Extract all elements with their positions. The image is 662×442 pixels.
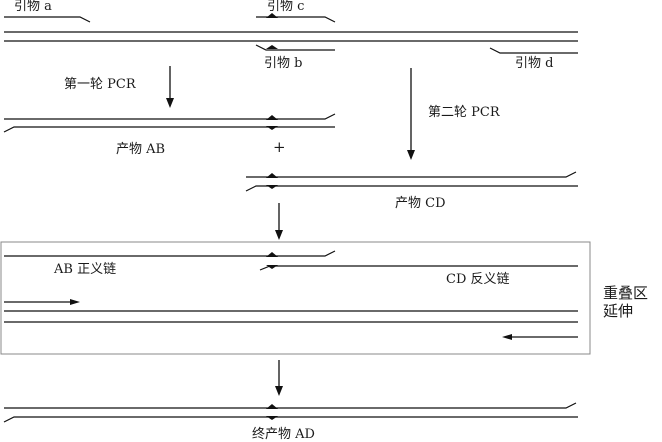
overlap-label-line2: 延伸 [603,302,634,320]
overlap-box [0,241,591,355]
first-pcr-arrow [166,66,174,108]
extension-arrow-left [502,334,578,340]
primer-c-arrow [256,13,336,23]
primer-d-arrow [489,47,578,54]
second-pcr-arrow [407,68,415,160]
final-product-label: 终产物 AD [252,427,315,442]
ab-sense-label: AB 正义链 [54,262,117,277]
primer-a-label: 引物 a [14,0,52,14]
final-product-duplex [3,402,578,423]
primer-c-label: 引物 c [267,0,305,14]
ab-sense-strand [4,250,336,257]
first-pcr-label: 第一轮 PCR [64,77,136,92]
cd-antisense-strand [259,265,578,271]
primer-b-label: 引物 b [264,56,303,71]
primer-a-arrow [4,16,91,23]
final-arrow [275,360,283,396]
plus-sign: + [273,138,286,156]
overlap-label-line1: 重叠区 [603,284,649,302]
denature-arrow [275,203,283,240]
extension-arrow-right [4,299,80,305]
extended-duplex [4,310,578,323]
product-ab-duplex [3,113,336,133]
cd-antisense-label: CD 反义链 [446,272,510,287]
primer-b-arrow [255,44,335,51]
product-cd-duplex [245,171,578,192]
second-pcr-label: 第二轮 PCR [428,105,500,120]
product-ab-label: 产物 AB [116,142,166,157]
template-duplex [4,31,578,42]
primer-d-label: 引物 d [515,56,554,71]
product-cd-label: 产物 CD [395,196,446,211]
